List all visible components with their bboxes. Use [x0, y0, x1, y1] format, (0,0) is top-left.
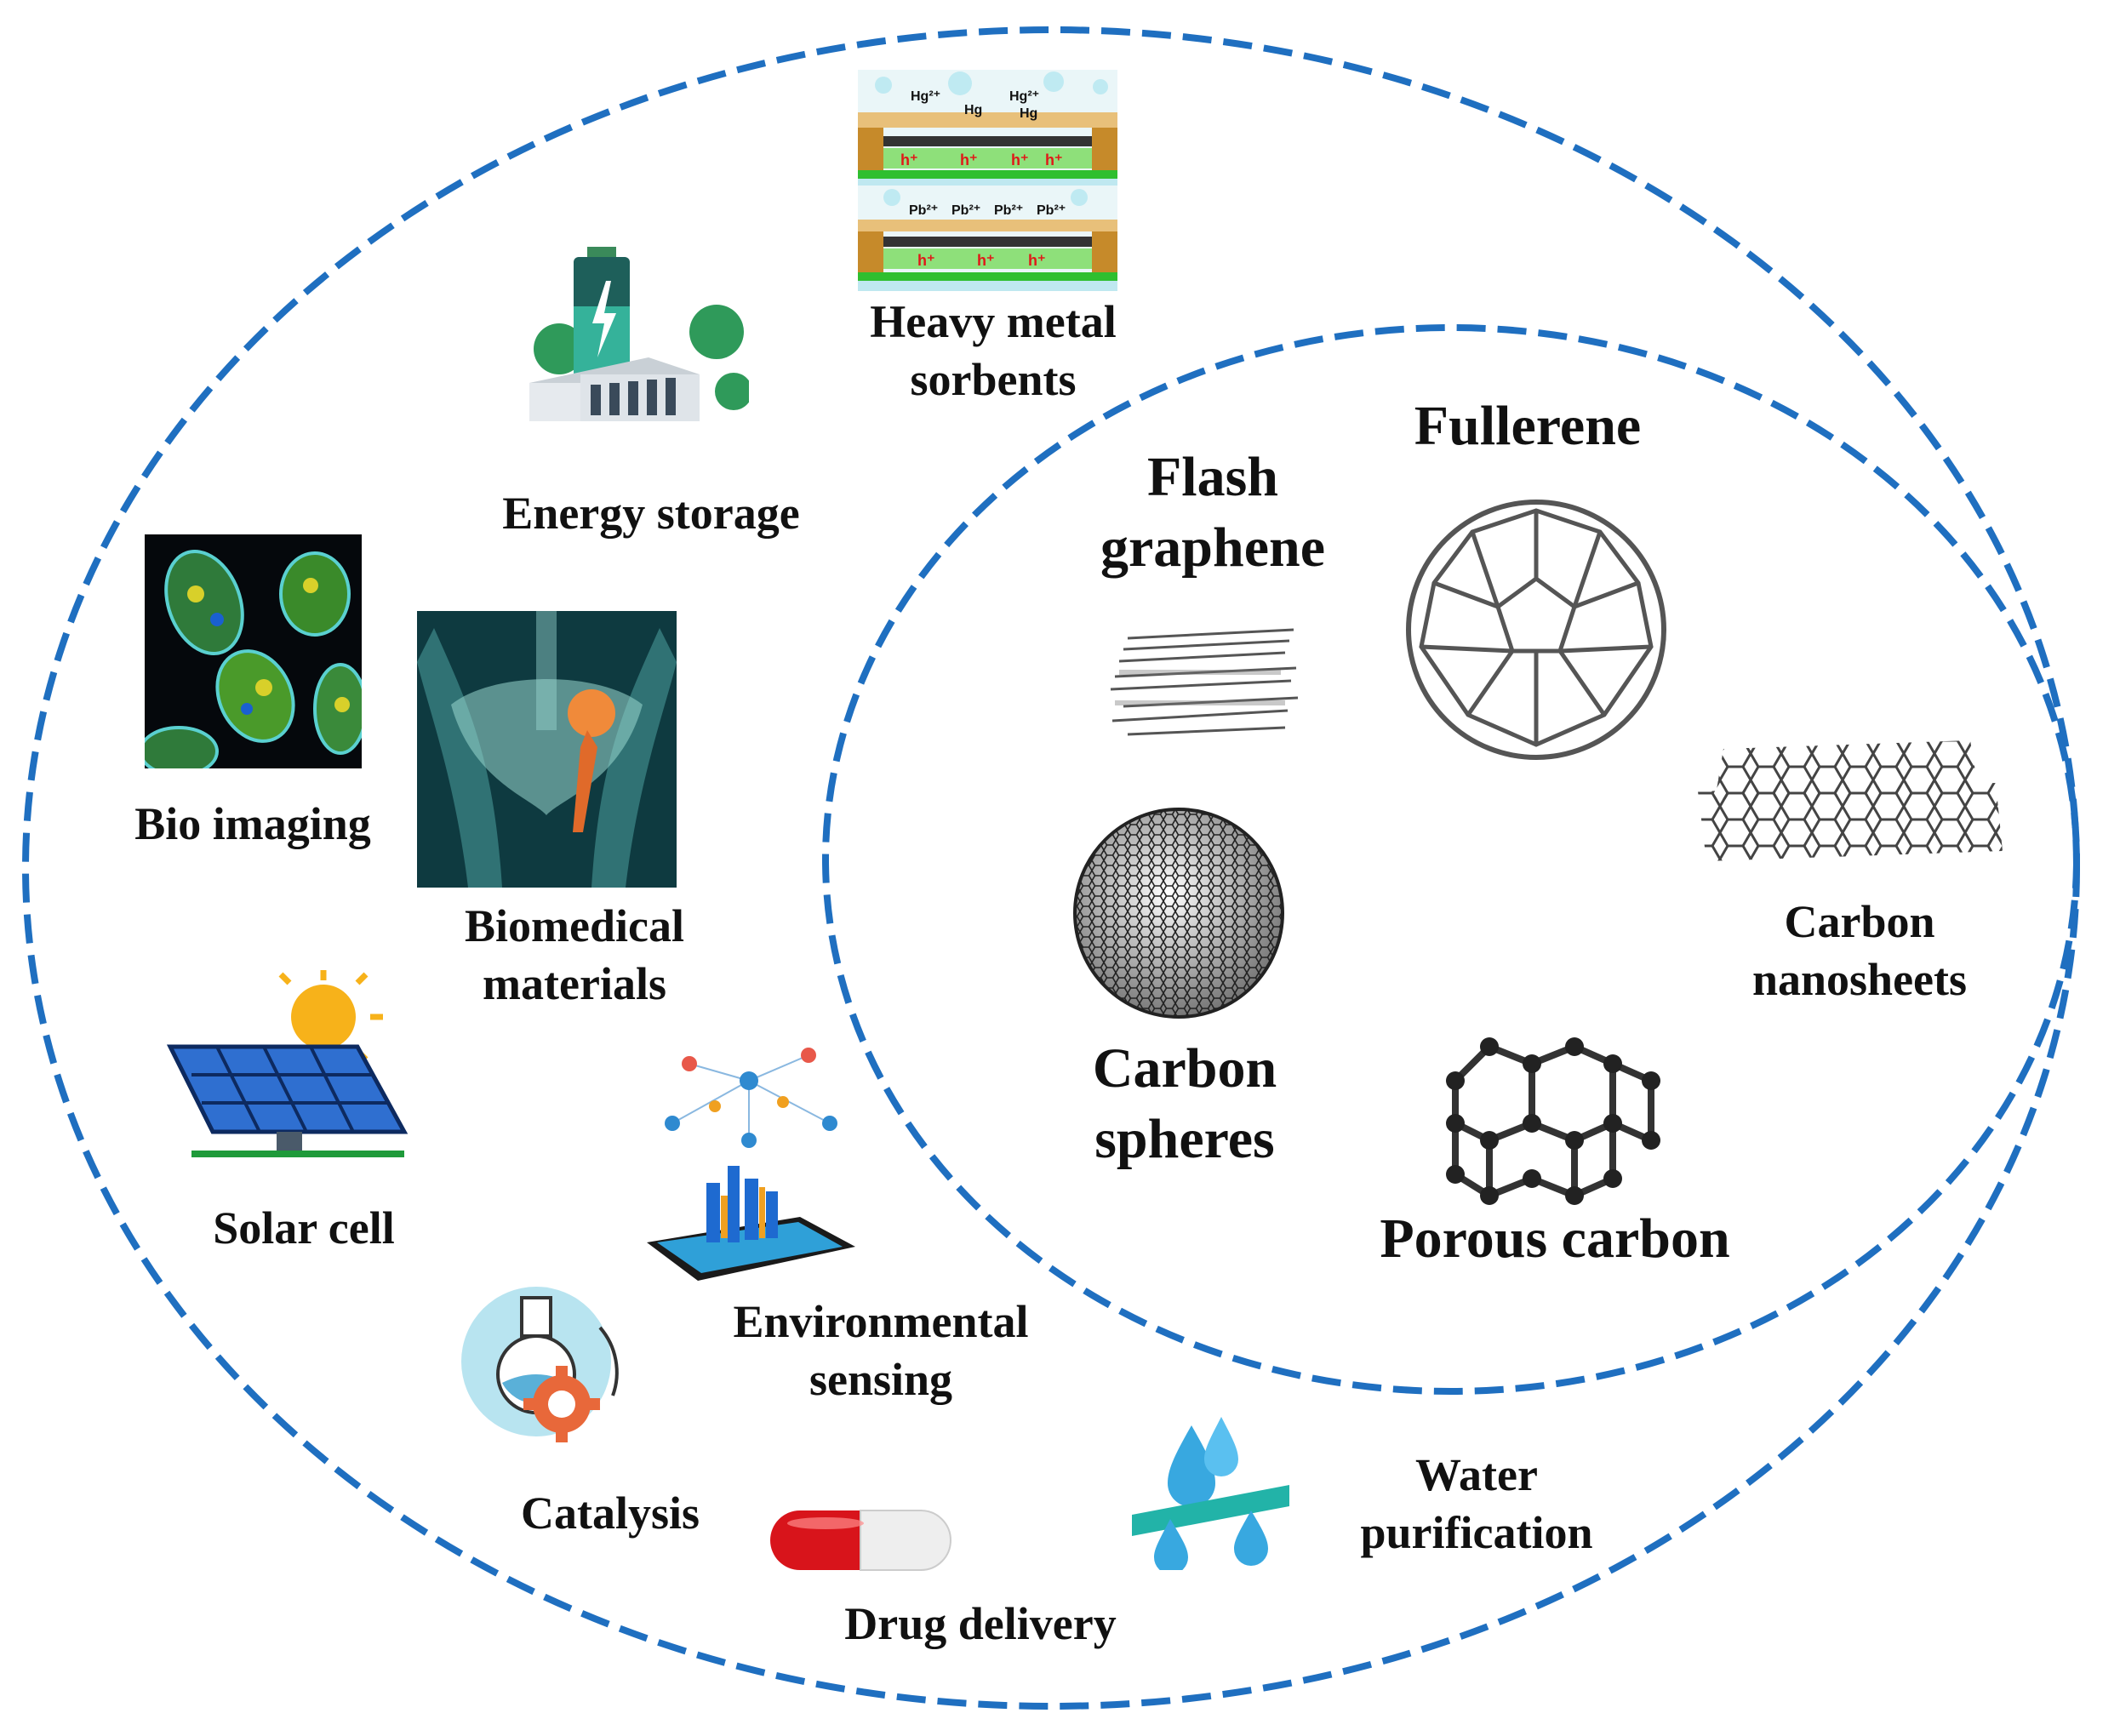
energy-storage-label: Energy storage	[502, 488, 800, 539]
carrier-label: h⁺	[917, 252, 935, 269]
fullerene-label: Fullerene	[1414, 395, 1642, 457]
porous-carbon-label: Porous carbon	[1380, 1208, 1730, 1270]
ion-label: Hg²⁺	[911, 89, 940, 104]
catalysis-label: Catalysis	[520, 1488, 700, 1539]
carbon-sphere-icon	[1068, 804, 1289, 1021]
ion-label: Hg	[1020, 106, 1037, 121]
ion-label: Hg²⁺	[1009, 89, 1039, 104]
carrier-label: h⁺	[960, 151, 978, 168]
smart-city-icon	[638, 1030, 860, 1283]
battery-icon	[521, 238, 749, 434]
drug-delivery-label: Drug delivery	[844, 1598, 1117, 1649]
heavy-metal-label: Heavy metal sorbents	[870, 296, 1117, 405]
water-label: Water purification	[1360, 1449, 1593, 1558]
water-drop-icon	[1132, 1417, 1294, 1570]
hip-implant-icon	[417, 611, 677, 888]
carrier-label: h⁺	[977, 252, 995, 269]
solar-cell-label: Solar cell	[213, 1202, 395, 1253]
ion-label: Pb²⁺	[909, 203, 938, 218]
ion-label: Hg	[964, 103, 982, 117]
ion-label: Pb²⁺	[951, 203, 980, 218]
flash-graphene-label: Flash graphene	[1100, 446, 1325, 579]
graphene-layers-icon	[1102, 625, 1300, 745]
porous-lattice-icon	[1430, 1030, 1677, 1213]
fullerene-icon	[1400, 485, 1672, 774]
sensor-diagram-icon: Hg²⁺ Hg Hg²⁺ Hg Pb²⁺ Pb²⁺ Pb²⁺ Pb²⁺ h⁺ h…	[858, 70, 1117, 291]
capsule-icon	[766, 1506, 955, 1574]
nanosheets-label: Carbon nanosheets	[1751, 896, 1968, 1005]
inner-ellipse	[822, 324, 2080, 1395]
spheres-label: Carbon spheres	[1092, 1037, 1277, 1170]
carrier-label: h⁺	[1028, 252, 1046, 269]
solar-panel-icon	[166, 970, 409, 1162]
biomedical-label: Biomedical materials	[465, 900, 684, 1009]
carrier-label: h⁺	[900, 151, 918, 168]
hexagon-sheet-icon	[1689, 740, 2004, 864]
ion-label: Pb²⁺	[994, 203, 1023, 218]
environmental-label: Environmental sensing	[733, 1296, 1029, 1405]
carrier-label: h⁺	[1011, 151, 1029, 168]
flask-gear-icon	[455, 1276, 626, 1447]
cell-image-icon	[145, 534, 362, 768]
ion-label: Pb²⁺	[1037, 203, 1066, 218]
bio-imaging-label: Bio imaging	[134, 798, 371, 849]
carrier-label: h⁺	[1045, 151, 1063, 168]
